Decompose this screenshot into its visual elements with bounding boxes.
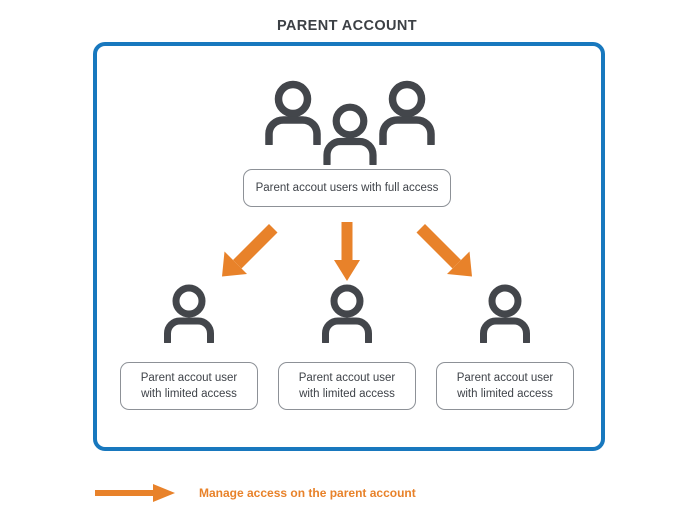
limited-access-label-text-1: Parent accout user with limited access <box>141 370 238 402</box>
person-icon-child-1 <box>163 283 215 343</box>
arrow-right-icon <box>95 484 175 502</box>
limited-label-line2-3: with limited access <box>457 388 553 400</box>
limited-access-label-box-3: Parent accout user with limited access <box>436 362 574 410</box>
page-title: PARENT ACCOUNT <box>276 18 418 34</box>
person-icon-child-3 <box>479 283 531 343</box>
top-user-icon-group <box>264 79 436 165</box>
person-icon-top-left <box>264 79 322 145</box>
limited-access-label-text-3: Parent accout user with limited access <box>457 370 554 402</box>
limited-access-label-text-2: Parent accout user with limited access <box>299 370 396 402</box>
person-icon-top-center <box>322 102 378 165</box>
limited-label-line1-2: Parent accout user <box>298 372 396 384</box>
full-access-label-box: Parent accout users with full access <box>243 169 451 207</box>
limited-label-line1-3: Parent accout user <box>456 372 554 384</box>
legend: Manage access on the parent account <box>93 478 513 508</box>
legend-label: Manage access on the parent account <box>199 486 416 500</box>
limited-access-label-box-2: Parent accout user with limited access <box>278 362 416 410</box>
limited-access-label-box-1: Parent accout user with limited access <box>120 362 258 410</box>
limited-label-line2-2: with limited access <box>299 388 395 400</box>
person-icon-child-2 <box>321 283 373 343</box>
limited-label-line1-1: Parent accout user <box>140 372 238 384</box>
limited-label-line2-1: with limited access <box>141 388 237 400</box>
full-access-label-text: Parent accout users with full access <box>255 182 439 194</box>
person-icon-top-right <box>378 79 436 145</box>
